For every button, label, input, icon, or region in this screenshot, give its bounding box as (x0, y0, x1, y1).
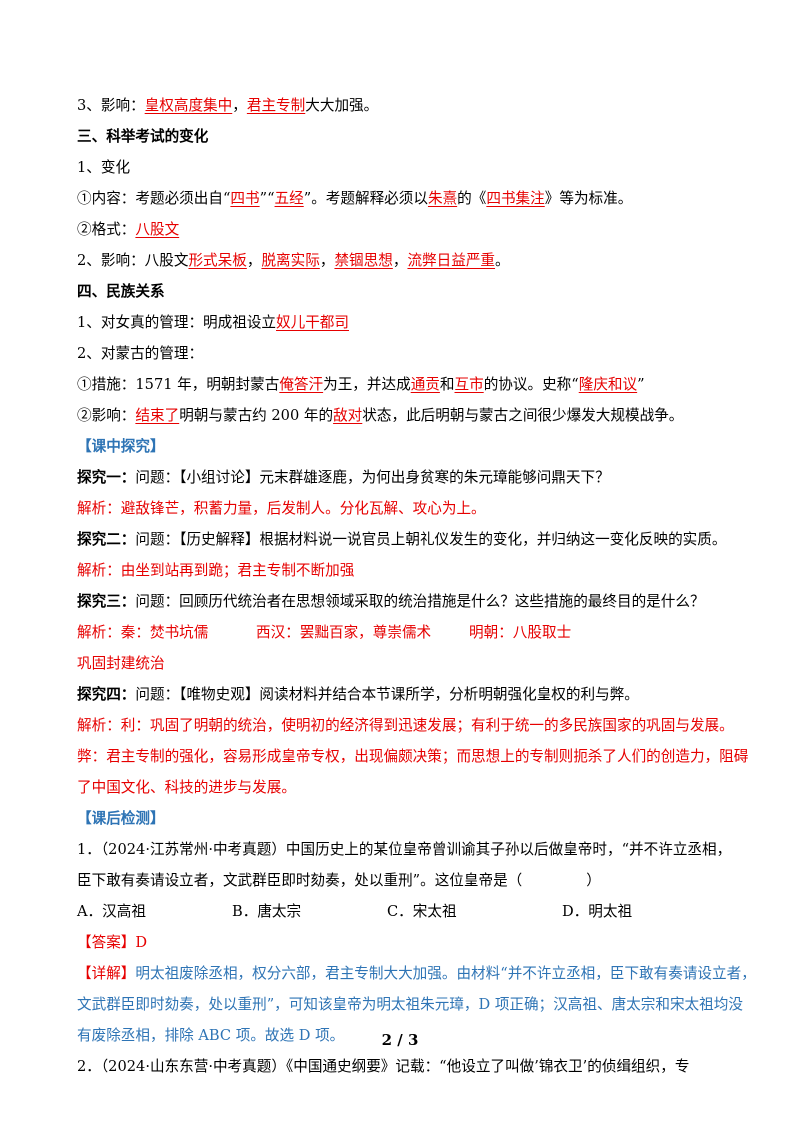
text-line: 1、变化 (77, 159, 131, 176)
fill-answer: 四书 (230, 190, 260, 207)
fill-answer: 结束了 (135, 407, 180, 424)
analysis-text: 解析：避敌锋芒，积蓄力量，后发制人。分化瓦解、攻心为上。 (77, 500, 486, 517)
option-d: D．明太祖 (562, 903, 633, 920)
fill-answer: 脱离实际 (261, 252, 320, 269)
section-heading: 四、民族关系 (77, 283, 165, 300)
analysis-text: 解析：由坐到站再到跪；君主专制不断加强 (77, 562, 355, 579)
fill-answer: 敌对 (333, 407, 363, 424)
text-line: ①内容：考题必须出自“四书”“五经”。考题解释必须以朱熹的《四书集注》等为标准。 (77, 190, 633, 207)
fill-answer: 流弊日益严重 (407, 252, 496, 269)
document-page: 3、影响：皇权高度集中，君主专制大大加强。 三、科举考试的变化 1、变化 ①内容… (77, 96, 756, 1088)
page-number: 2 / 3 (381, 1031, 419, 1049)
fill-answer: 禁锢思想 (334, 252, 393, 269)
fill-answer: 奴儿干都司 (276, 314, 349, 331)
question-text: 1．（2024·江苏常州·中考真题）中国历史上的某位皇帝曾训谕其子孙以后做皇帝时… (77, 841, 732, 858)
explanation-text: 【详解】明太祖废除丞相，权分六部，君主专制大大加强。由材料“并不许立丞相，臣下敢… (77, 965, 756, 982)
question-text: 臣下敢有奏请设立者，文武群臣即时劾奏，处以重刑”。这位皇帝是（） (77, 872, 601, 889)
section-heading-class-inquiry: 【课中探究】 (77, 438, 165, 455)
fill-answer: 隆庆和议 (578, 376, 638, 393)
fill-answer: 八股文 (135, 221, 180, 238)
text-line: ②影响：结束了明朝与蒙古约 200 年的敌对状态，此后明朝与蒙古之间很少爆发大规… (77, 407, 684, 424)
fill-answer: 互市 (454, 376, 484, 393)
analysis-text: 了中国文化、科技的进步与发展。 (77, 779, 296, 796)
fill-answer: 四书集注 (486, 190, 545, 207)
explanation-text: 文武群臣即时劾奏，处以重刑”，可知该皇帝为明太祖朱元璋，D 项正确；汉高祖、唐太… (77, 996, 743, 1013)
answer-options: A．汉高祖 B．唐太宗 C．宋太祖 D．明太祖 (77, 902, 737, 922)
inquiry-question: 探究一：问题：【小组讨论】元末群雄逐鹿，为何出身贫寒的朱元璋能够问鼎天下？ (77, 469, 610, 486)
analysis-text: 弊：君主专制的强化，容易形成皇帝专权，出现偏颇决策；而思想上的专制则扼杀了人们的… (77, 748, 749, 765)
analysis-text: 解析：秦：焚书坑儒西汉：罢黜百家，尊崇儒术明朝：八股取士 (77, 624, 572, 641)
inquiry-question: 探究四：问题：【唯物史观】阅读材料并结合本节课所学，分析明朝强化皇权的利与弊。 (77, 686, 639, 703)
text-line: 2、影响：八股文形式呆板，脱离实际，禁锢思想，流弊日益严重。 (77, 252, 510, 269)
analysis-text: 巩固封建统治 (77, 655, 165, 672)
section-heading-post-class-test: 【课后检测】 (77, 810, 165, 827)
text-line: 2、对蒙古的管理： (77, 345, 204, 362)
inquiry-question: 探究二：问题：【历史解释】根据材料说一说官员上朝礼仪发生的变化，并归纳这一变化反… (77, 531, 727, 548)
explanation-text: 有废除丞相，排除 ABC 项。故选 D 项。 (77, 1027, 345, 1044)
answer-label: 【答案】D (77, 934, 148, 951)
fill-answer: 君主专制 (246, 97, 306, 114)
inquiry-question: 探究三：问题：回顾历代统治者在思想领域采取的统治措施是什么？这些措施的最终目的是… (77, 593, 705, 610)
fill-answer: 通贡 (410, 376, 440, 393)
analysis-text: 解析：利：巩固了明朝的统治，使明初的经济得到迅速发展；有利于统一的多民族国家的巩… (77, 717, 734, 734)
fill-answer: 形式呆板 (188, 252, 247, 269)
text-line: 1、对女真的管理：明成祖设立奴儿干都司 (77, 314, 349, 331)
fill-answer: 朱熹 (427, 190, 458, 207)
question-text: 2．（2024·山东东营·中考真题）《中国通史纲要》记载：“他设立了叫做’锦衣卫… (77, 1058, 690, 1075)
fill-answer: 五经 (274, 190, 304, 207)
option-c: C．宋太祖 (387, 903, 457, 920)
section-heading: 三、科举考试的变化 (77, 128, 209, 145)
text-line: 3、影响：皇权高度集中，君主专制大大加强。 (77, 97, 379, 114)
fill-answer: 皇权高度集中 (144, 97, 233, 114)
option-a: A．汉高祖 (77, 903, 146, 920)
text-line: ①措施：1571 年，明朝封蒙古俺答汗为王，并达成通贡和互市的协议。史称“隆庆和… (77, 376, 645, 393)
option-b: B．唐太宗 (232, 903, 302, 920)
text-line: ②格式：八股文 (77, 221, 180, 238)
fill-answer: 俺答汗 (279, 376, 324, 393)
